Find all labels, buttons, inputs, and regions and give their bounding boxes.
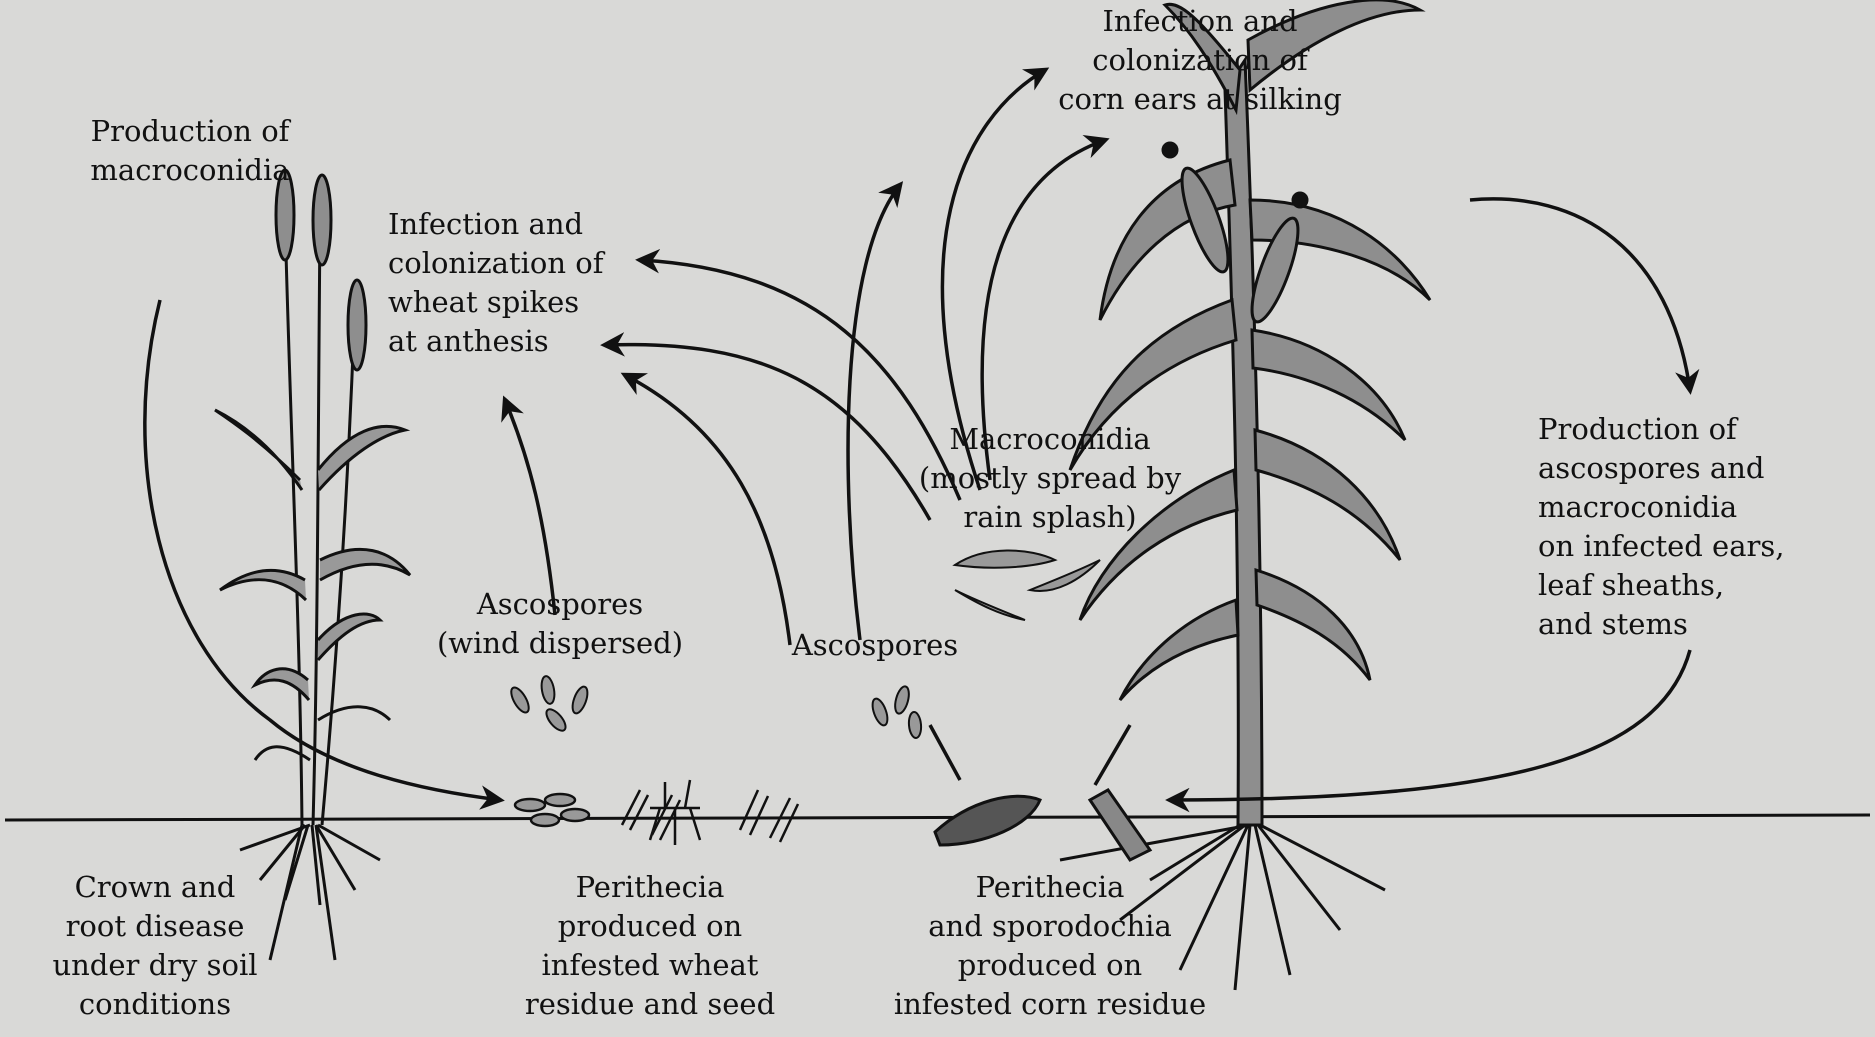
- label-production-ascospores: Production of ascospores and macroconidi…: [1538, 410, 1784, 644]
- wheat-plant: [215, 170, 410, 960]
- arrow-ascospores-to-corn: [848, 185, 900, 640]
- ascospores-wheat-cluster: [508, 675, 591, 734]
- label-infection-corn: Infection and colonization of corn ears …: [1035, 2, 1365, 119]
- arrow-corn-to-production: [1470, 199, 1690, 390]
- short-arrows: [930, 725, 1130, 785]
- label-production-macroconidia: Production of macroconidia: [60, 112, 320, 190]
- label-ascospores-wind: Ascospores (wind dispersed): [410, 585, 710, 663]
- label-perithecia-corn: Perithecia and sporodochia produced on i…: [880, 868, 1220, 1024]
- label-crown-root: Crown and root disease under dry soil co…: [20, 868, 290, 1024]
- label-macroconidia-spread: Macroconidia (mostly spread by rain spla…: [880, 420, 1220, 537]
- label-infection-wheat: Infection and colonization of wheat spik…: [388, 205, 603, 361]
- ground-line: [5, 815, 1870, 820]
- label-ascospores: Ascospores: [775, 626, 975, 665]
- arrow-crown-to-wheat-residue: [145, 300, 500, 800]
- ascospores-corn-cluster: [870, 685, 923, 739]
- label-perithecia-wheat: Perithecia produced on infested wheat re…: [500, 868, 800, 1024]
- corn-plant: [1070, 0, 1430, 825]
- macroconidia-spores: [955, 550, 1100, 620]
- wheat-residue-seed: [515, 780, 798, 845]
- arrow-ascospores-up-wheat: [505, 400, 555, 615]
